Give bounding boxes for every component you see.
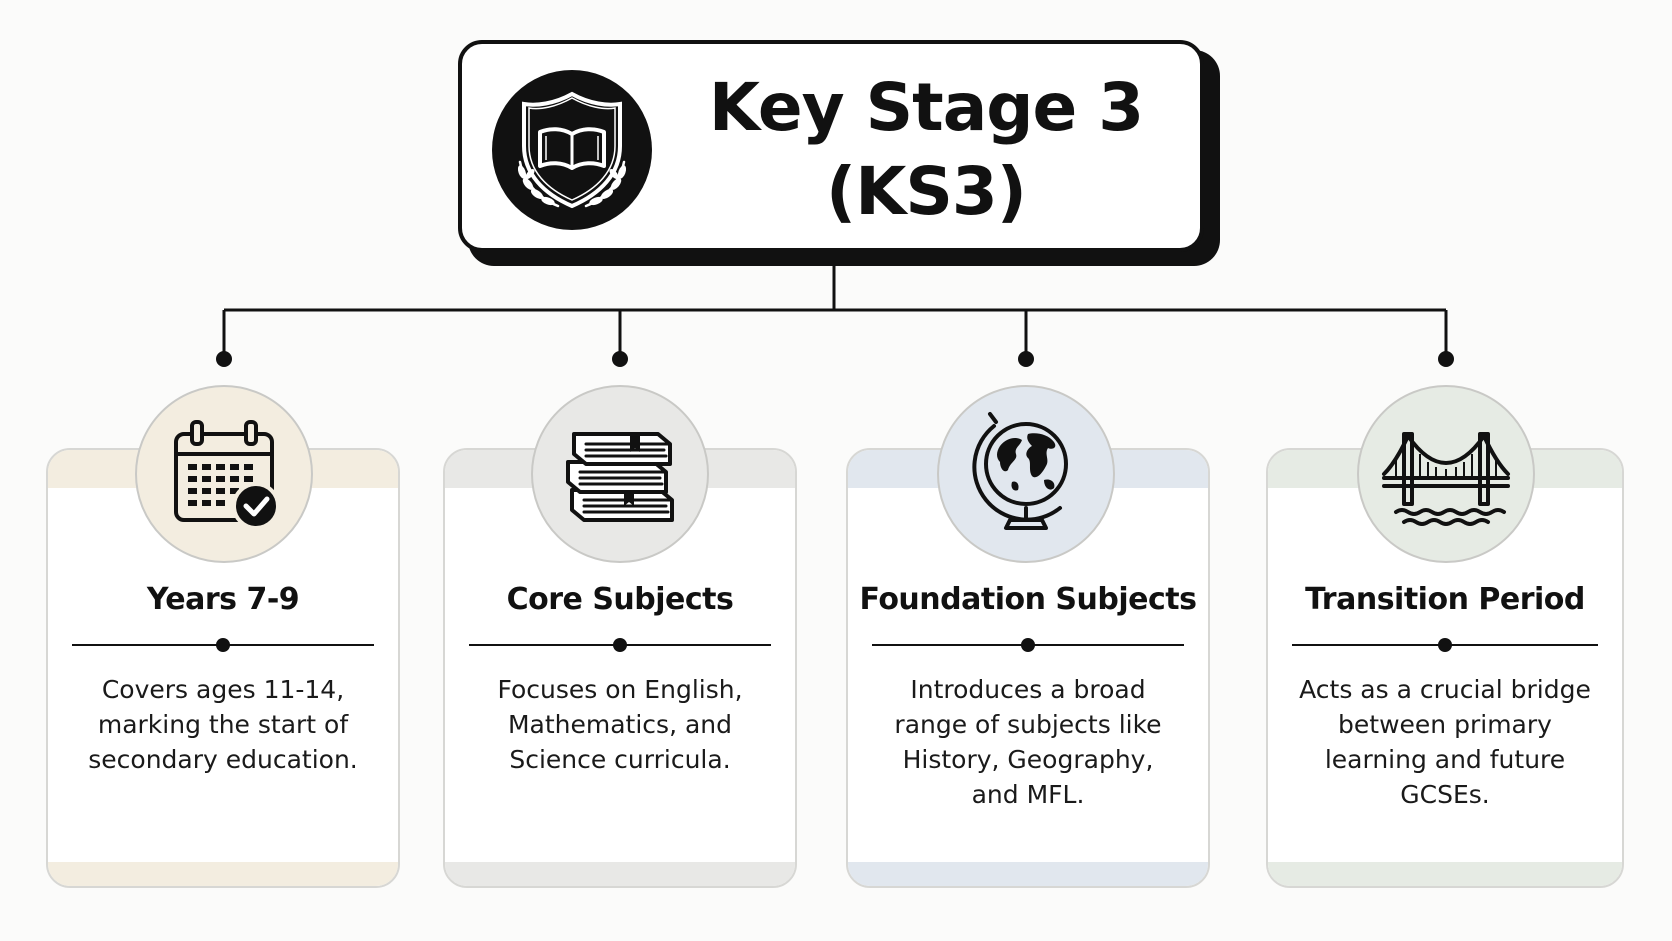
book-stack-icon — [566, 432, 674, 522]
card-title: Foundation Subjects — [859, 582, 1197, 617]
card-divider — [72, 638, 374, 652]
title-line-1: Key Stage 3 — [708, 69, 1144, 146]
title-box: Key Stage 3 (KS3) — [458, 40, 1204, 252]
page-title: Key Stage 3 (KS3) — [662, 66, 1190, 234]
calendar-check-icon — [174, 420, 280, 530]
card-description: Focuses on English, Mathematics, and Sci… — [497, 675, 743, 774]
icon-circle-transition-period — [1357, 385, 1535, 563]
title-line-2: (KS3) — [826, 153, 1027, 230]
card-band-bottom — [848, 862, 1208, 886]
card-band-bottom — [445, 862, 795, 886]
card-title: Years 7-9 — [146, 582, 300, 617]
card-description: Acts as a crucial bridge between primary… — [1299, 675, 1591, 809]
card-divider — [1292, 638, 1598, 652]
card-divider — [469, 638, 771, 652]
card-transition-period: Transition Period Acts as a crucial brid… — [1266, 448, 1624, 888]
card-divider — [872, 638, 1184, 652]
connector-dot — [612, 351, 628, 367]
connector-dot — [216, 351, 232, 367]
bridge-icon — [1382, 432, 1510, 526]
card-description: Covers ages 11-14, marking the start of … — [88, 675, 358, 774]
shield-book-laurel-icon — [492, 70, 652, 230]
icon-circle-foundation-subjects — [937, 385, 1115, 563]
card-band-bottom — [1268, 862, 1622, 886]
globe-icon — [972, 412, 1068, 530]
card-core-subjects: Core Subjects Focuses on English, Mathem… — [443, 448, 797, 888]
icon-circle-years — [135, 385, 313, 563]
card-band-bottom — [48, 862, 398, 886]
card-title: Transition Period — [1305, 582, 1585, 617]
connector-dot — [1438, 351, 1454, 367]
connector-dot — [1018, 351, 1034, 367]
card-foundation-subjects: Foundation Subjects Introduces a broad r… — [846, 448, 1210, 888]
card-description: Introduces a broad range of subjects lik… — [894, 675, 1162, 809]
card-title: Core Subjects — [506, 582, 734, 617]
icon-circle-core-subjects — [531, 385, 709, 563]
